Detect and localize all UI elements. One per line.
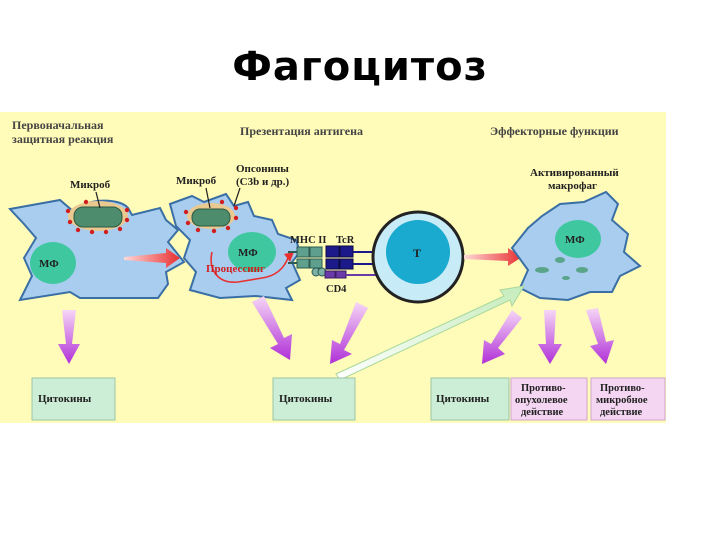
label-mf-3: МФ bbox=[565, 234, 585, 246]
heading-effector-functions: Эффекторные функции bbox=[490, 124, 619, 138]
box-cytokines-2-label: Цитокины bbox=[279, 393, 333, 405]
t-cell-nucleus bbox=[386, 220, 450, 284]
label-t-cell: T bbox=[413, 246, 421, 260]
arrow-cytokines-2b bbox=[330, 302, 368, 364]
heading-initial-defense-2: защитная реакция bbox=[12, 132, 114, 146]
slide-title: Фагоцитоз bbox=[232, 44, 488, 90]
pointer-opsonins bbox=[233, 187, 241, 207]
label-microbe-1: Микроб bbox=[70, 179, 111, 191]
label-cd4: CD4 bbox=[326, 284, 347, 295]
box-antimicrobial-line2: микробное bbox=[596, 395, 648, 406]
cd4-molecule bbox=[324, 270, 376, 279]
arrow-cytokines-2 bbox=[252, 296, 292, 360]
arrow-cytokines-1 bbox=[58, 310, 80, 364]
label-processing: Процессинг bbox=[206, 263, 265, 275]
heading-antigen-presentation: Презентация антигена bbox=[240, 124, 363, 138]
box-cytokines-3: Цитокины bbox=[430, 377, 510, 421]
label-activated-2: макрофаг bbox=[548, 180, 597, 192]
arrow-antitumor bbox=[538, 310, 562, 364]
nucleus-2 bbox=[228, 232, 276, 272]
box-antimicrobial: Противо- микробное действие bbox=[590, 377, 666, 421]
label-opsonins-1: Опсонины bbox=[236, 163, 289, 175]
box-antimicrobial-line1: Противо- bbox=[600, 383, 645, 394]
arrow-to-activation bbox=[464, 248, 522, 266]
box-antitumor-line1: Противо- bbox=[521, 383, 566, 394]
processing-arrow bbox=[210, 251, 289, 283]
box-antitumor-line2: опухолевое bbox=[515, 395, 568, 406]
box-cytokines-1: Цитокины bbox=[31, 377, 116, 421]
opsonin-dots-1 bbox=[65, 199, 130, 235]
label-activated-1: Активированный bbox=[530, 167, 619, 179]
arrow-cytokines-to-macrophage bbox=[335, 285, 525, 381]
microbe-2 bbox=[191, 208, 231, 227]
label-mhc-ii: MHC II bbox=[290, 235, 326, 246]
arrow-to-presentation bbox=[124, 248, 180, 268]
box-antitumor: Противо- опухолевое действие bbox=[510, 377, 588, 421]
cytokine-arrows bbox=[58, 296, 614, 364]
microbe-1 bbox=[73, 206, 123, 228]
label-tcr: TcR bbox=[336, 235, 355, 246]
pointer-microbe-1 bbox=[95, 191, 101, 209]
label-microbe-2: Микроб bbox=[176, 175, 217, 187]
box-antimicrobial-line3: действие bbox=[600, 407, 643, 418]
box-cytokines-3-label: Цитокины bbox=[436, 393, 490, 405]
mhc-ii-complex bbox=[288, 246, 327, 277]
nucleus-3 bbox=[555, 220, 601, 258]
box-cytokines-2: Цитокины bbox=[272, 377, 356, 421]
arrow-cytokines-3 bbox=[482, 310, 522, 364]
arrow-antimicrobial bbox=[586, 308, 614, 364]
processing-arrowhead bbox=[284, 252, 294, 262]
box-cytokines-1-label: Цитокины bbox=[38, 393, 92, 405]
label-mf-2: МФ bbox=[238, 247, 258, 259]
nucleus-1 bbox=[30, 242, 76, 284]
pointer-microbe-2 bbox=[205, 187, 211, 209]
phagocytosis-diagram: Первоначальная защитная реакция Презента… bbox=[0, 112, 666, 423]
label-opsonins-2: (C3b и др.) bbox=[236, 176, 289, 188]
opsonin-dots-2 bbox=[183, 199, 239, 234]
granules bbox=[535, 257, 588, 280]
label-mf-1: МФ bbox=[39, 258, 59, 270]
box-antitumor-line3: действие bbox=[521, 407, 564, 418]
heading-initial-defense-1: Первоначальная bbox=[12, 118, 104, 132]
